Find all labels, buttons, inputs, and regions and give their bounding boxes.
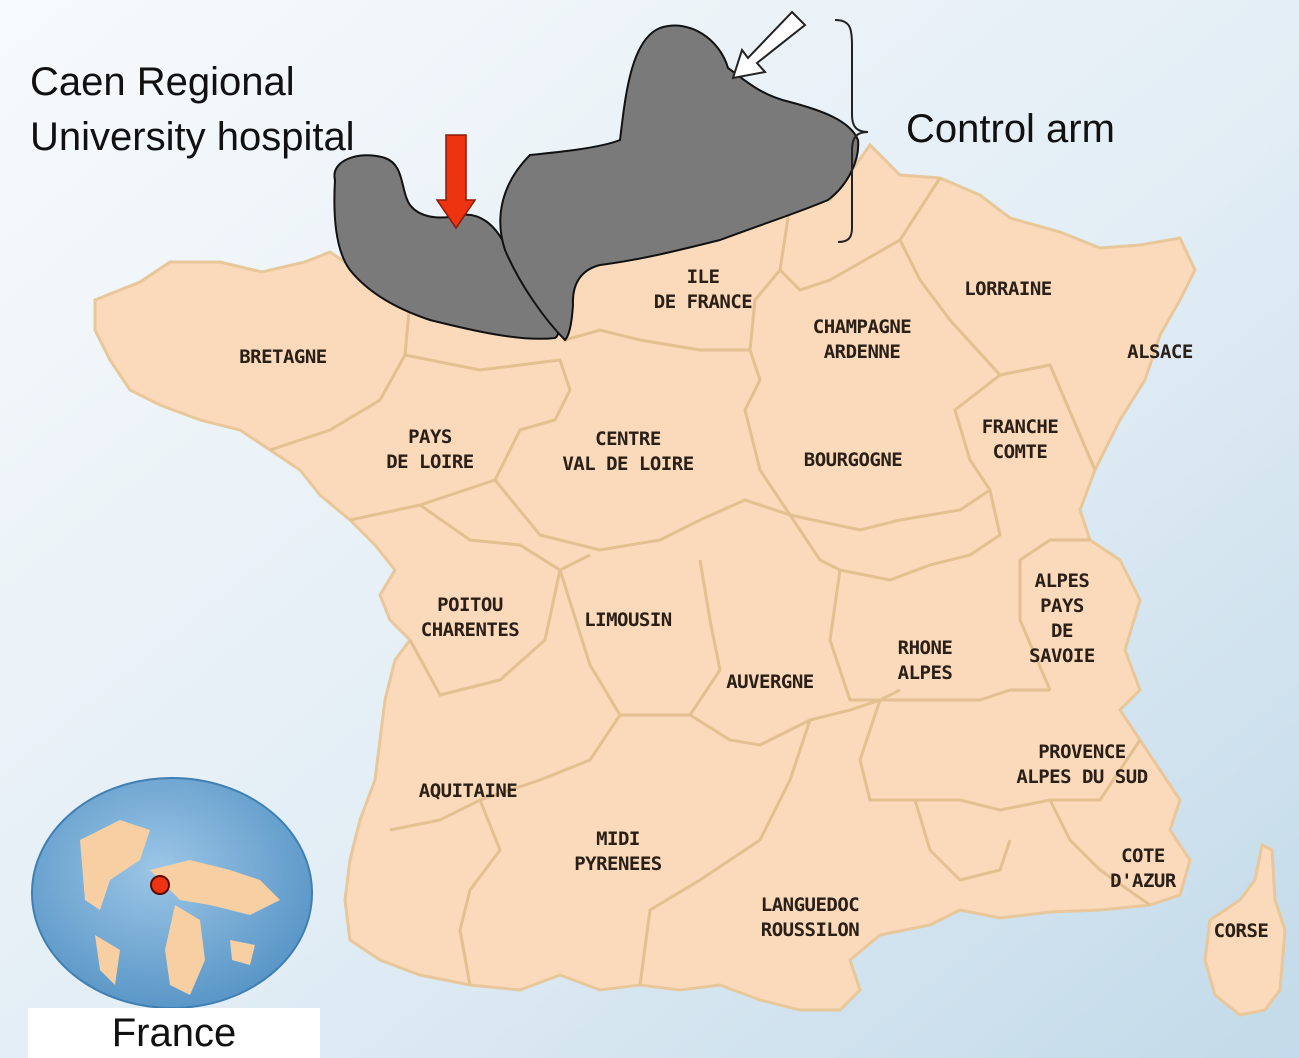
region-label-pays-de-loire: PAYS — [408, 426, 452, 448]
control-arm-label: Control arm — [906, 107, 1115, 151]
region-label-aquitaine: AQUITAINE — [419, 780, 518, 802]
region-label-pays-de-loire: DE LOIRE — [386, 451, 474, 473]
control-arm-brace — [834, 19, 869, 243]
region-label-bourgogne: BOURGOGNE — [804, 449, 903, 471]
corsica-island — [1203, 842, 1287, 1017]
country-label: France — [28, 1008, 320, 1058]
region-label-cote-d-azur: COTE — [1121, 845, 1165, 867]
region-label-centre-val-de-loire: VAL DE LOIRE — [562, 453, 693, 475]
hospital-label-line2: University hospital — [30, 115, 355, 159]
region-label-franche-comte: COMTE — [993, 441, 1048, 463]
region-label-midi-pyrenees: PYRENEES — [574, 853, 662, 875]
region-label-limousin: LIMOUSIN — [584, 609, 672, 631]
region-label-languedoc-roussilon: LANGUEDOC — [761, 894, 860, 916]
region-label-alpes-pays-de-savoie: PAYS — [1040, 595, 1084, 617]
hospital-label-line1: Caen Regional — [30, 60, 295, 104]
region-label-bretagne: BRETAGNE — [239, 346, 327, 368]
region-label-corse: CORSE — [1214, 920, 1269, 942]
world-globe-inset — [31, 777, 313, 1009]
region-label-ile-de-france: DE FRANCE — [654, 291, 753, 313]
region-label-lorraine: LORRAINE — [964, 278, 1052, 300]
france-location-dot — [150, 875, 170, 895]
region-label-auvergne: AUVERGNE — [726, 671, 814, 693]
region-label-franche-comte: FRANCHE — [982, 416, 1059, 438]
region-label-poitou-charentes: POITOU — [437, 594, 503, 616]
region-label-alpes-pays-de-savoie: SAVOIE — [1029, 645, 1095, 667]
region-label-alpes-pays-de-savoie: ALPES — [1035, 570, 1090, 592]
control-arm-shaded-area — [499, 24, 860, 342]
region-label-cote-d-azur: D'AZUR — [1110, 870, 1177, 892]
region-label-centre-val-de-loire: CENTRE — [595, 428, 661, 450]
region-label-provence-alpes-du-sud: PROVENCE — [1038, 741, 1126, 763]
region-label-alpes-pays-de-savoie: DE — [1051, 620, 1073, 642]
region-label-champagne-ardenne: ARDENNE — [824, 341, 901, 363]
region-label-champagne-ardenne: CHAMPAGNE — [813, 316, 912, 338]
hospital-arrow — [435, 134, 477, 230]
region-label-poitou-charentes: CHARENTES — [421, 619, 520, 641]
region-borders — [269, 177, 1151, 986]
control-arm-arrow — [731, 10, 807, 80]
region-labels: ILE DE FRANCE LORRAINE CHAMPAGNE ARDENNE ALSA… — [239, 266, 1269, 942]
region-label-rhone-alpes: ALPES — [898, 662, 953, 684]
region-label-provence-alpes-du-sud: ALPES DU SUD — [1016, 766, 1147, 788]
region-label-languedoc-roussilon: ROUSSILON — [761, 919, 860, 941]
region-label-midi-pyrenees: MIDI — [596, 828, 640, 850]
region-label-ile-de-france: ILE — [687, 266, 720, 288]
region-label-rhone-alpes: RHONE — [898, 637, 953, 659]
region-label-alsace: ALSACE — [1127, 341, 1193, 363]
